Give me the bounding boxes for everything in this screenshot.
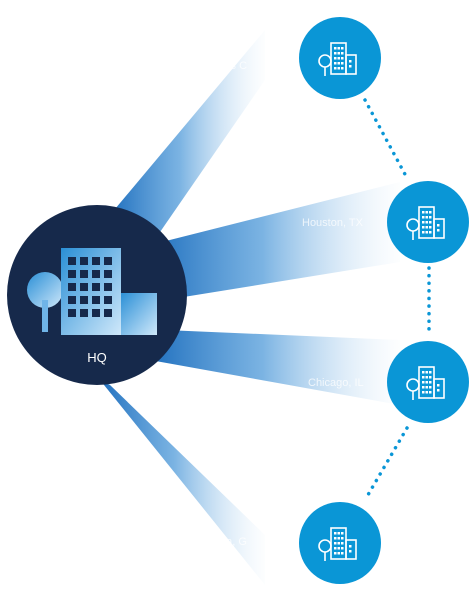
location-node-3 (387, 341, 469, 423)
beam-to-location-3 (150, 330, 400, 405)
hq-label: HQ (87, 350, 107, 365)
location-3-label: Chicago, IL (308, 377, 364, 389)
location-node-2 (387, 181, 469, 263)
connector-3-4 (363, 426, 409, 502)
beam-to-location-4 (100, 380, 265, 585)
location-1-label: las C (222, 60, 247, 72)
location-node-4 (299, 502, 381, 584)
location-node-1 (299, 17, 381, 99)
location-2-label: Houston, TX (302, 217, 364, 229)
hq-building-icon (27, 248, 157, 335)
connector-1-2 (363, 98, 409, 180)
location-4-label: na, G (220, 536, 247, 548)
hq-node: HQ (7, 205, 187, 385)
beam-to-location-2 (150, 182, 400, 300)
